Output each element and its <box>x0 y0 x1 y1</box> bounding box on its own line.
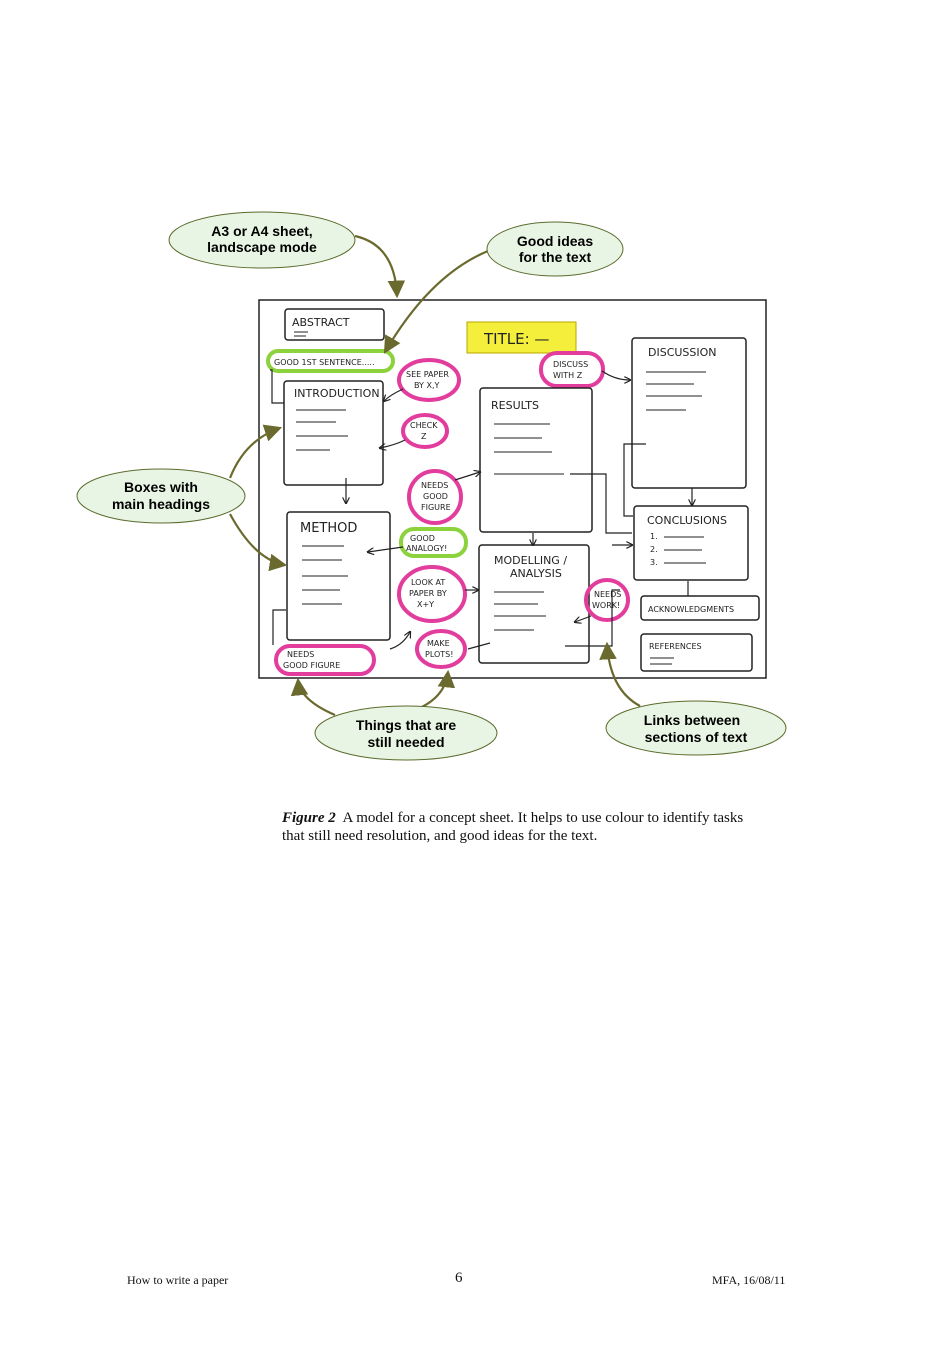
figure-caption: Figure 2 A model for a concept sheet. It… <box>282 809 762 845</box>
conclusions-label: CONCLUSIONS <box>647 514 727 527</box>
acknowledgements-box: ACKNOWLEDGMENTS <box>640 595 760 621</box>
discussion-box: DISCUSSION <box>631 337 747 489</box>
results-box: RESULTS <box>479 387 593 533</box>
check-z-note: CHECK Z <box>401 413 449 449</box>
title-label: TITLE: — <box>483 330 549 348</box>
ngfb-line2: GOOD FIGURE <box>283 661 340 670</box>
check-z-line1: CHECK <box>410 421 438 430</box>
make-plots-note: MAKE PLOTS! <box>415 629 467 669</box>
method-box: METHOD <box>286 511 391 641</box>
see-paper-note: SEE PAPER BY X,Y <box>397 358 461 402</box>
method-label: METHOD <box>300 521 357 536</box>
callout-arrows <box>228 234 641 717</box>
sketch-links <box>270 369 692 650</box>
make-plots-line1: MAKE <box>427 639 450 648</box>
conclusions-box: CONCLUSIONS 1. 2. 3. <box>633 505 749 581</box>
see-paper-line1: SEE PAPER <box>406 370 449 379</box>
good-analogy-line2: ANALOGY! <box>406 544 447 553</box>
introduction-box: INTRODUCTION <box>283 380 384 486</box>
callout-links-line2: sections of text <box>645 729 748 745</box>
page-number: 6 <box>455 1270 463 1286</box>
callout-links: Links between sections of text <box>605 700 787 756</box>
figure-caption-text: A model for a concept sheet. It helps to… <box>282 810 744 844</box>
make-plots-line2: PLOTS! <box>425 650 453 659</box>
conclusion-item-1: 1. <box>650 532 658 541</box>
abstract-box: ABSTRACT <box>284 308 385 341</box>
see-paper-line2: BY X,Y <box>414 381 440 390</box>
needs-work-note: NEEDS WORK! <box>584 578 630 622</box>
good-first-sentence-note: GOOD 1ST SENTENCE..... <box>266 349 395 373</box>
introduction-label: INTRODUCTION <box>294 387 380 400</box>
needs-work-line1: NEEDS <box>594 590 621 599</box>
callout-boxes: Boxes with main headings <box>76 468 246 524</box>
conclusion-item-2: 2. <box>650 545 658 554</box>
footer-left: How to write a paper <box>127 1273 229 1287</box>
callout-sheet: A3 or A4 sheet, landscape mode <box>168 211 356 269</box>
look-line2: PAPER BY <box>409 589 447 598</box>
acknowledgements-label: ACKNOWLEDGMENTS <box>648 605 734 614</box>
ngf-line3: FIGURE <box>421 503 451 512</box>
good-analogy-line1: GOOD <box>410 534 435 543</box>
references-box: REFERENCES <box>640 633 753 672</box>
callout-boxes-line1: Boxes with <box>124 479 198 495</box>
ngfb-line1: NEEDS <box>287 650 314 659</box>
look-line1: LOOK AT <box>411 578 445 587</box>
discuss-line1: DISCUSS <box>553 360 588 369</box>
needs-good-figure-bottom-note: NEEDS GOOD FIGURE <box>274 644 376 676</box>
abstract-label: ABSTRACT <box>292 316 350 329</box>
needs-work-line2: WORK! <box>592 601 620 610</box>
callout-sheet-line2: landscape mode <box>207 239 317 255</box>
references-label: REFERENCES <box>649 642 702 651</box>
discussion-label: DISCUSSION <box>648 346 717 359</box>
check-z-line2: Z <box>421 432 427 441</box>
callout-sheet-line1: A3 or A4 sheet, <box>211 223 312 239</box>
look-at-paper-note: LOOK AT PAPER BY X+Y <box>397 565 467 623</box>
look-line3: X+Y <box>417 600 434 609</box>
callout-ideas-line1: Good ideas <box>517 233 593 249</box>
modelling-label-1: MODELLING / <box>494 554 567 567</box>
conclusion-item-3: 3. <box>650 558 658 567</box>
title-box: TITLE: — <box>466 321 577 354</box>
callout-ideas-line2: for the text <box>519 249 592 265</box>
figure-caption-label: Figure 2 <box>282 810 336 826</box>
concept-sheet-border <box>258 299 767 679</box>
footer-right: MFA, 16/08/11 <box>712 1273 786 1287</box>
discuss-line2: WITH Z <box>553 371 583 380</box>
ngf-line1: NEEDS <box>421 481 448 490</box>
callout-needed-line2: still needed <box>367 734 444 750</box>
good-first-sentence-text: GOOD 1ST SENTENCE..... <box>274 358 375 367</box>
callout-needed: Things that are still needed <box>314 705 498 761</box>
discuss-with-z-note: DISCUSS WITH Z <box>539 351 605 388</box>
ngf-line2: GOOD <box>423 492 448 501</box>
good-analogy-note: GOOD ANALOGY! <box>399 527 468 558</box>
callout-links-line1: Links between <box>644 712 740 728</box>
needs-good-figure-note: NEEDS GOOD FIGURE <box>407 469 463 525</box>
callout-ideas: Good ideas for the text <box>486 221 624 277</box>
callout-needed-line1: Things that are <box>356 717 457 733</box>
modelling-label-2: ANALYSIS <box>510 567 562 580</box>
results-label: RESULTS <box>491 399 539 412</box>
callout-boxes-line2: main headings <box>112 496 210 512</box>
modelling-analysis-box: MODELLING / ANALYSIS <box>478 544 590 664</box>
